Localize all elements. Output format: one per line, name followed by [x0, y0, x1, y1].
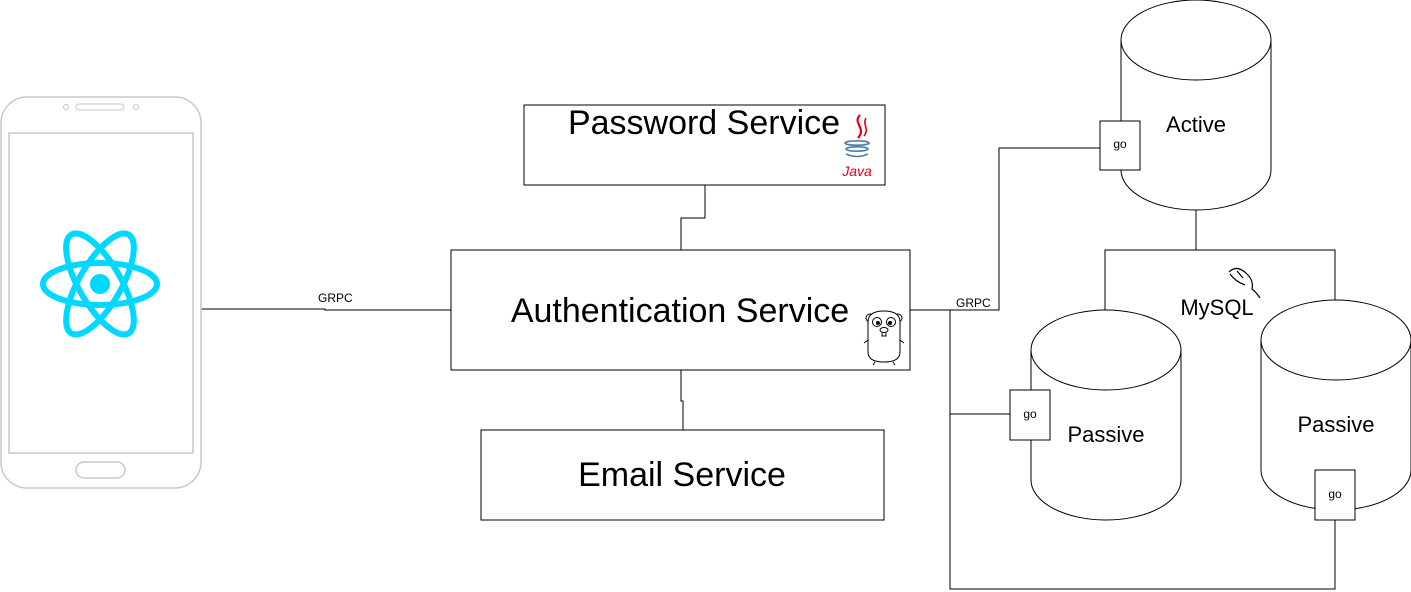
authentication-service-label: Authentication Service [511, 292, 849, 330]
connector-password-auth [680, 185, 706, 250]
passive-left-go-sidecar: go [1009, 389, 1051, 441]
phone-home-button [75, 461, 126, 479]
passive-right-db-label: Passive [1297, 412, 1374, 437]
react-logo-icon [40, 230, 160, 338]
passive-left-db-cylinder [1030, 309, 1182, 521]
passive-left-go-sidecar-label: go [1023, 407, 1037, 421]
password-service-box: Password Service Java [523, 104, 886, 186]
active-db-cylinder [1120, 0, 1272, 211]
go-gopher-icon [863, 310, 905, 366]
java-wordmark: Java [841, 163, 872, 179]
mysql-wordmark: MySQL [1180, 295, 1253, 320]
phone-sensor [133, 104, 139, 110]
grpc-label-db: GRPC [956, 296, 991, 310]
grpc-label-client: GRPC [318, 291, 353, 305]
connectors [199, 147, 1336, 590]
connector-auth-email [680, 370, 684, 430]
connector-client-auth [199, 308, 451, 311]
connector-auth-passive-bus [940, 309, 1336, 590]
java-logo-icon: Java [841, 114, 872, 179]
active-go-sidecar-label: go [1113, 137, 1127, 151]
authentication-service-box: Authentication Service [450, 249, 911, 371]
phone-camera [63, 104, 69, 110]
passive-right-go-sidecar: go [1314, 469, 1356, 521]
passive-right-go-sidecar-label: go [1328, 487, 1342, 501]
connector-auth-active [910, 147, 1100, 311]
phone-client [0, 96, 202, 489]
active-go-sidecar: go [1099, 120, 1141, 171]
email-service-box: Email Service [480, 429, 885, 521]
passive-right-db-cylinder [1260, 299, 1411, 511]
phone-speaker [75, 103, 125, 111]
password-service-label: Password Service [568, 104, 840, 142]
mysql-dolphin-icon [1228, 267, 1261, 299]
cluster-frame [1104, 249, 1336, 310]
passive-left-db-label: Passive [1067, 422, 1144, 447]
active-db-label: Active [1166, 112, 1226, 137]
email-service-label: Email Service [578, 456, 786, 494]
